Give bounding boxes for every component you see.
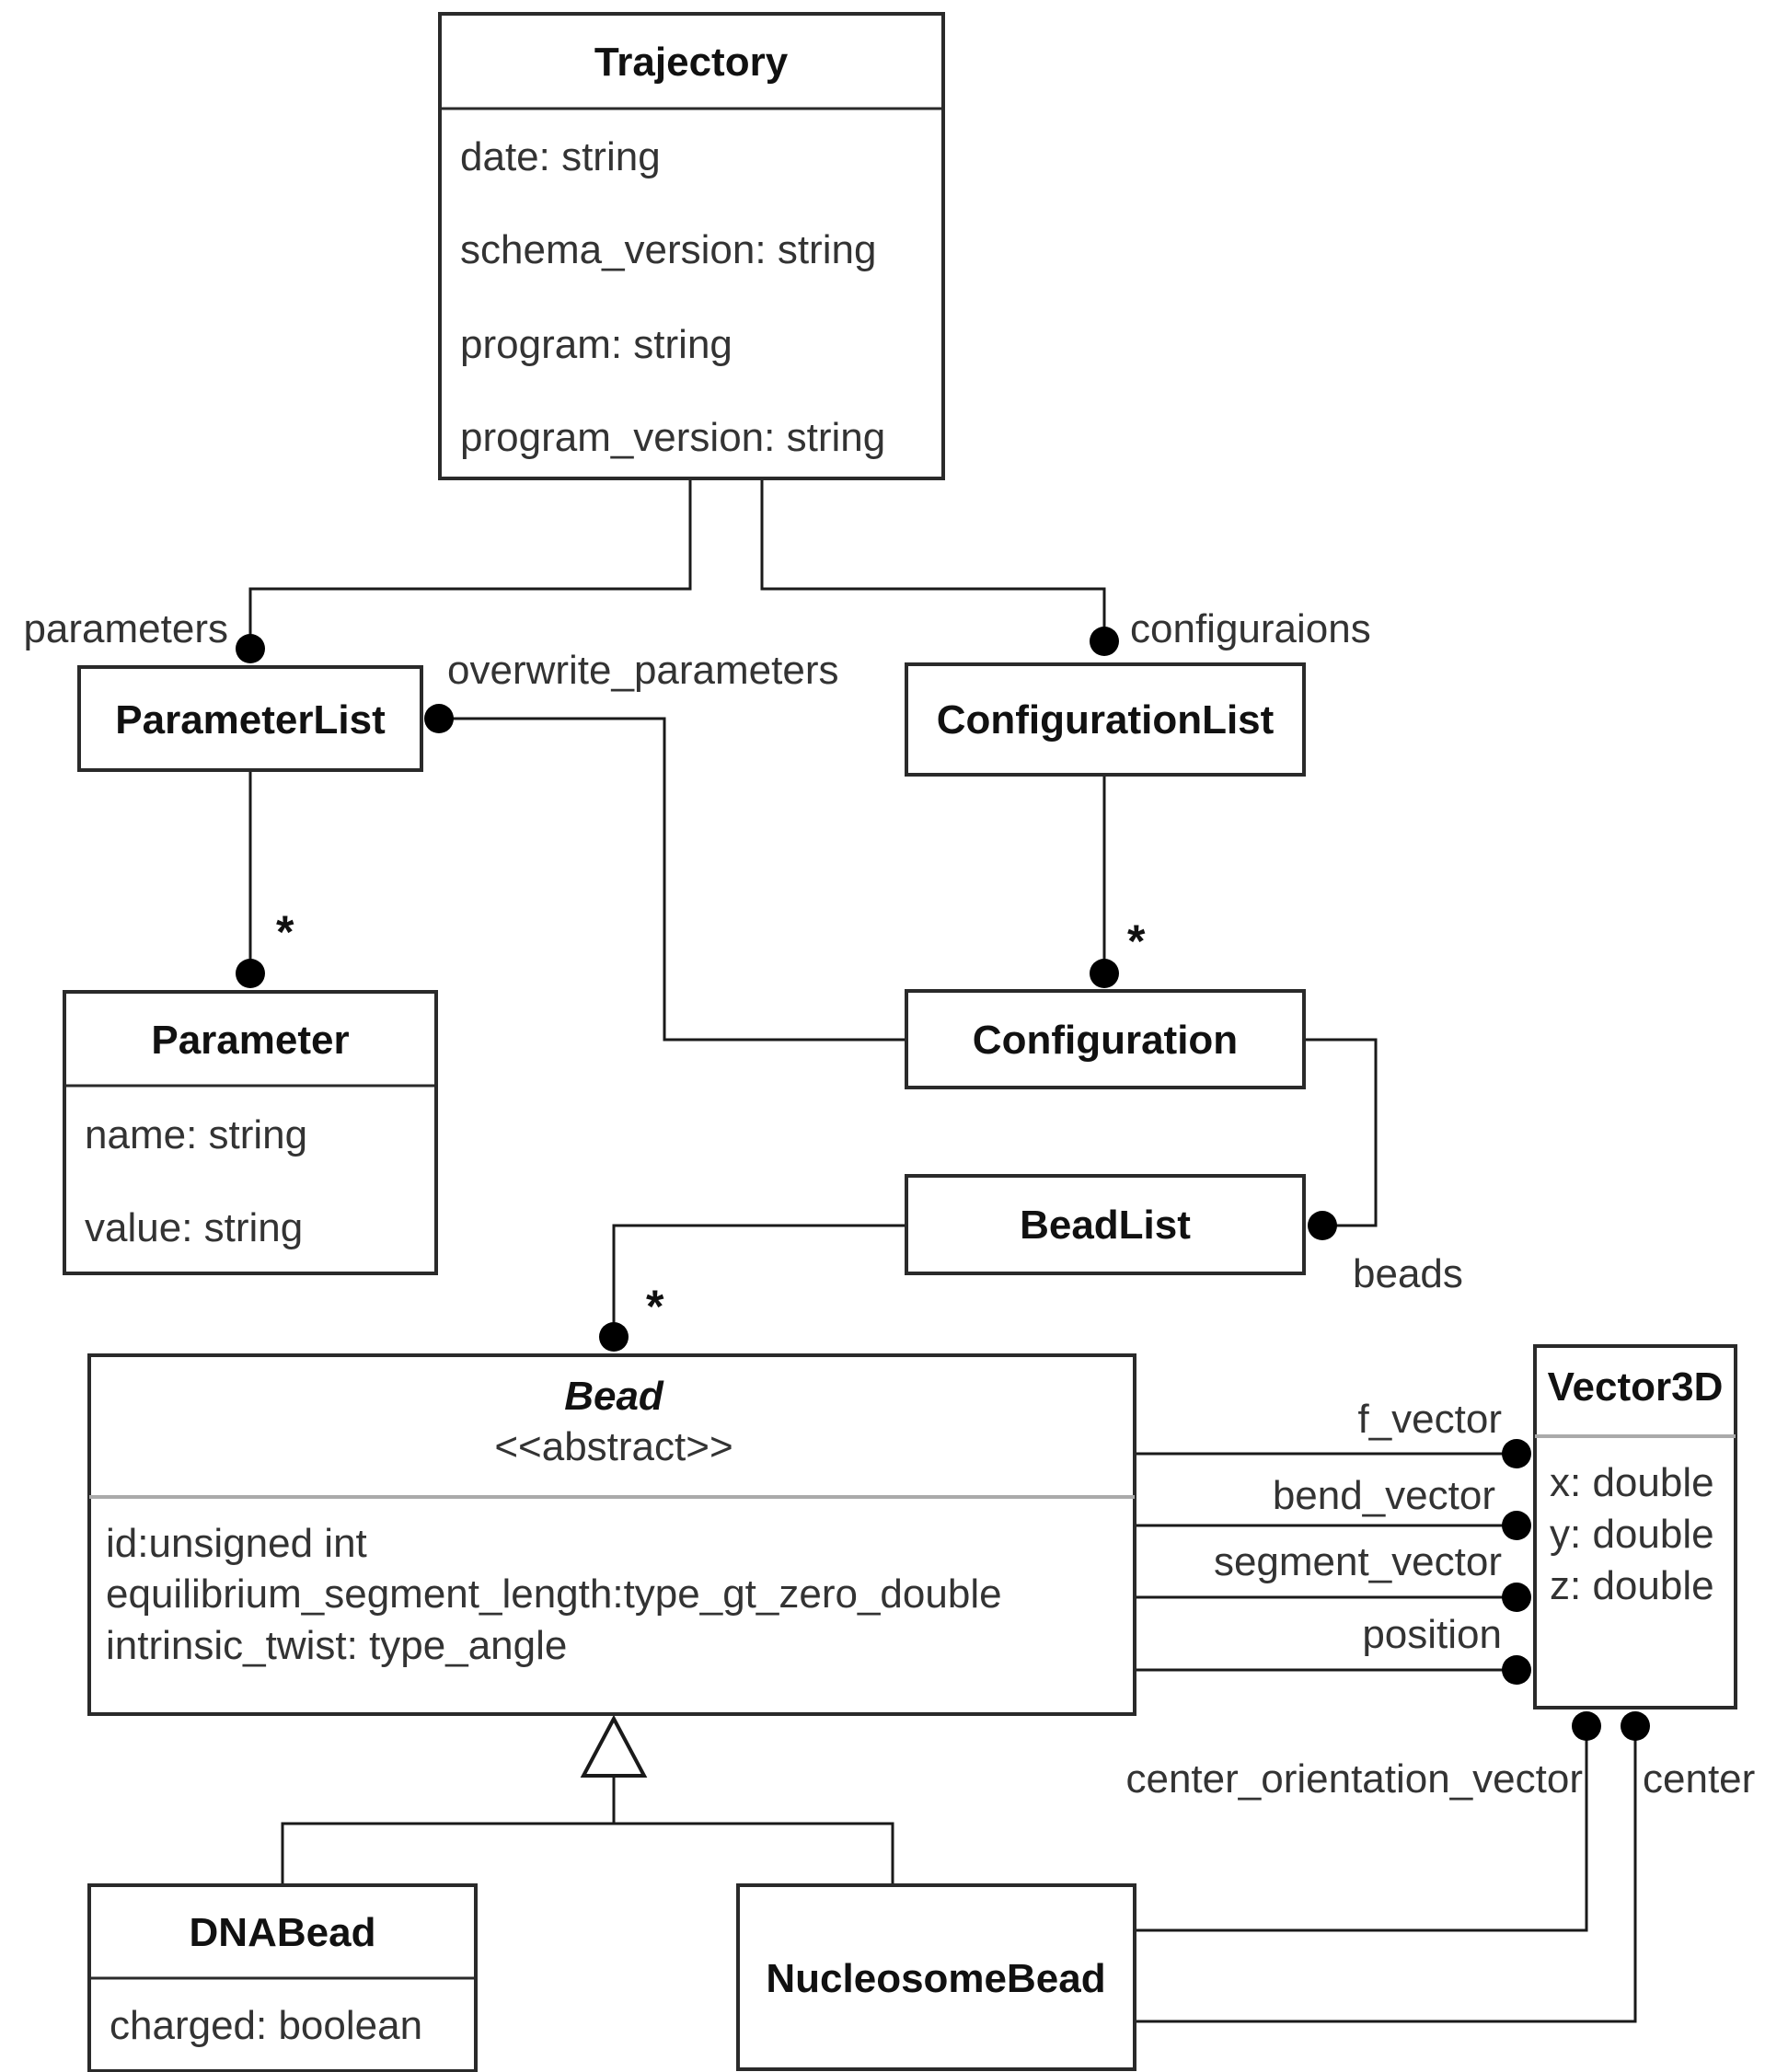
role-segment-vector: segment_vector xyxy=(1214,1539,1502,1584)
attribute-schema-version: schema_version: string xyxy=(460,227,876,272)
role-overwrite-parameters: overwrite_parameters xyxy=(447,648,839,693)
class-name: Parameter xyxy=(151,1018,349,1063)
class-name: BeadList xyxy=(1020,1203,1191,1248)
connector-configuraions xyxy=(760,478,1106,641)
role-labels: parameters configuraions overwrite_param… xyxy=(23,606,1755,1801)
class-vector3d[interactable]: Vector3D x: double y: double z: double xyxy=(1533,1344,1737,1709)
association-end-dots xyxy=(236,627,1650,1741)
parameters-end-dot xyxy=(236,634,265,663)
class-parameter[interactable]: Parameter name: string value: string xyxy=(63,990,438,1275)
multiplicities: * * * xyxy=(276,906,1146,1332)
parameter-end-dot xyxy=(236,959,265,988)
role-center-orientation-vector: center_orientation_vector xyxy=(1125,1756,1583,1801)
class-name: ParameterList xyxy=(115,697,386,742)
connector-parameters xyxy=(248,478,692,649)
class-name: NucleosomeBead xyxy=(766,1956,1105,2001)
class-bead[interactable]: Bead <<abstract>> id:unsigned int equili… xyxy=(87,1353,1136,1716)
class-name: ConfigurationList xyxy=(937,697,1275,742)
role-center: center xyxy=(1643,1756,1755,1801)
connector-center-orientation-vector xyxy=(1135,1726,1588,1932)
class-stereotype: <<abstract>> xyxy=(494,1424,733,1469)
role-parameters: parameters xyxy=(23,606,228,651)
segment-vector-end-dot xyxy=(1502,1583,1531,1612)
attribute-y: y: double xyxy=(1550,1512,1714,1557)
class-parameter-list[interactable]: ParameterList xyxy=(77,665,423,772)
role-configuraions: configuraions xyxy=(1130,606,1371,651)
multiplicity-bead: * xyxy=(646,1281,664,1332)
class-name: DNABead xyxy=(190,1910,376,1955)
generalization-arrowhead xyxy=(580,1714,648,1778)
class-configuration[interactable]: Configuration xyxy=(905,989,1306,1089)
role-beads: beads xyxy=(1353,1251,1463,1296)
class-name: Bead xyxy=(564,1374,664,1419)
configuration-end-dot xyxy=(1090,959,1119,988)
position-end-dot xyxy=(1502,1655,1531,1685)
center-orientation-vector-end-dot xyxy=(1572,1711,1601,1741)
connector-generalization xyxy=(281,1822,894,1885)
multiplicity-parameter: * xyxy=(276,906,294,958)
overwrite-parameters-end-dot xyxy=(424,704,454,733)
class-name: Vector3D xyxy=(1548,1364,1724,1410)
attribute-equilibrium-segment-length: equilibrium_segment_length:type_gt_zero_… xyxy=(106,1571,1002,1617)
attribute-charged: charged: boolean xyxy=(110,2003,422,2048)
multiplicity-configuration: * xyxy=(1127,915,1146,967)
beads-end-dot xyxy=(1308,1211,1337,1240)
class-nucleosome-bead[interactable]: NucleosomeBead xyxy=(736,1883,1136,2071)
class-configuration-list[interactable]: ConfigurationList xyxy=(905,662,1306,777)
center-end-dot xyxy=(1621,1711,1650,1741)
role-f-vector: f_vector xyxy=(1357,1397,1502,1442)
attribute-id: id:unsigned int xyxy=(106,1521,367,1566)
attribute-z: z: double xyxy=(1550,1563,1714,1608)
bend-vector-end-dot xyxy=(1502,1511,1531,1540)
role-position: position xyxy=(1362,1612,1502,1657)
configuraions-end-dot xyxy=(1090,627,1119,656)
class-name: Trajectory xyxy=(594,40,789,85)
connectors xyxy=(248,478,1637,2023)
attribute-program: program: string xyxy=(460,322,733,367)
attribute-x: x: double xyxy=(1550,1460,1714,1505)
role-bend-vector: bend_vector xyxy=(1273,1473,1495,1518)
connector-overwrite-parameters xyxy=(439,717,906,1042)
class-bead-list[interactable]: BeadList xyxy=(905,1174,1306,1275)
connector-bead-list-items xyxy=(612,1224,906,1337)
connector-beads xyxy=(1304,1038,1378,1227)
attribute-intrinsic-twist: intrinsic_twist: type_angle xyxy=(106,1623,567,1668)
class-name: Configuration xyxy=(973,1018,1238,1063)
bead-end-dot xyxy=(599,1322,629,1352)
class-trajectory[interactable]: Trajectory date: string schema_version: … xyxy=(438,12,945,480)
attribute-date: date: string xyxy=(460,134,661,179)
connector-center xyxy=(1135,1726,1637,2023)
attribute-value: value: string xyxy=(85,1205,303,1250)
f-vector-end-dot xyxy=(1502,1439,1531,1468)
attribute-program-version: program_version: string xyxy=(460,415,885,460)
attribute-name: name: string xyxy=(85,1112,307,1157)
class-dna-bead[interactable]: DNABead charged: boolean xyxy=(87,1883,478,2072)
